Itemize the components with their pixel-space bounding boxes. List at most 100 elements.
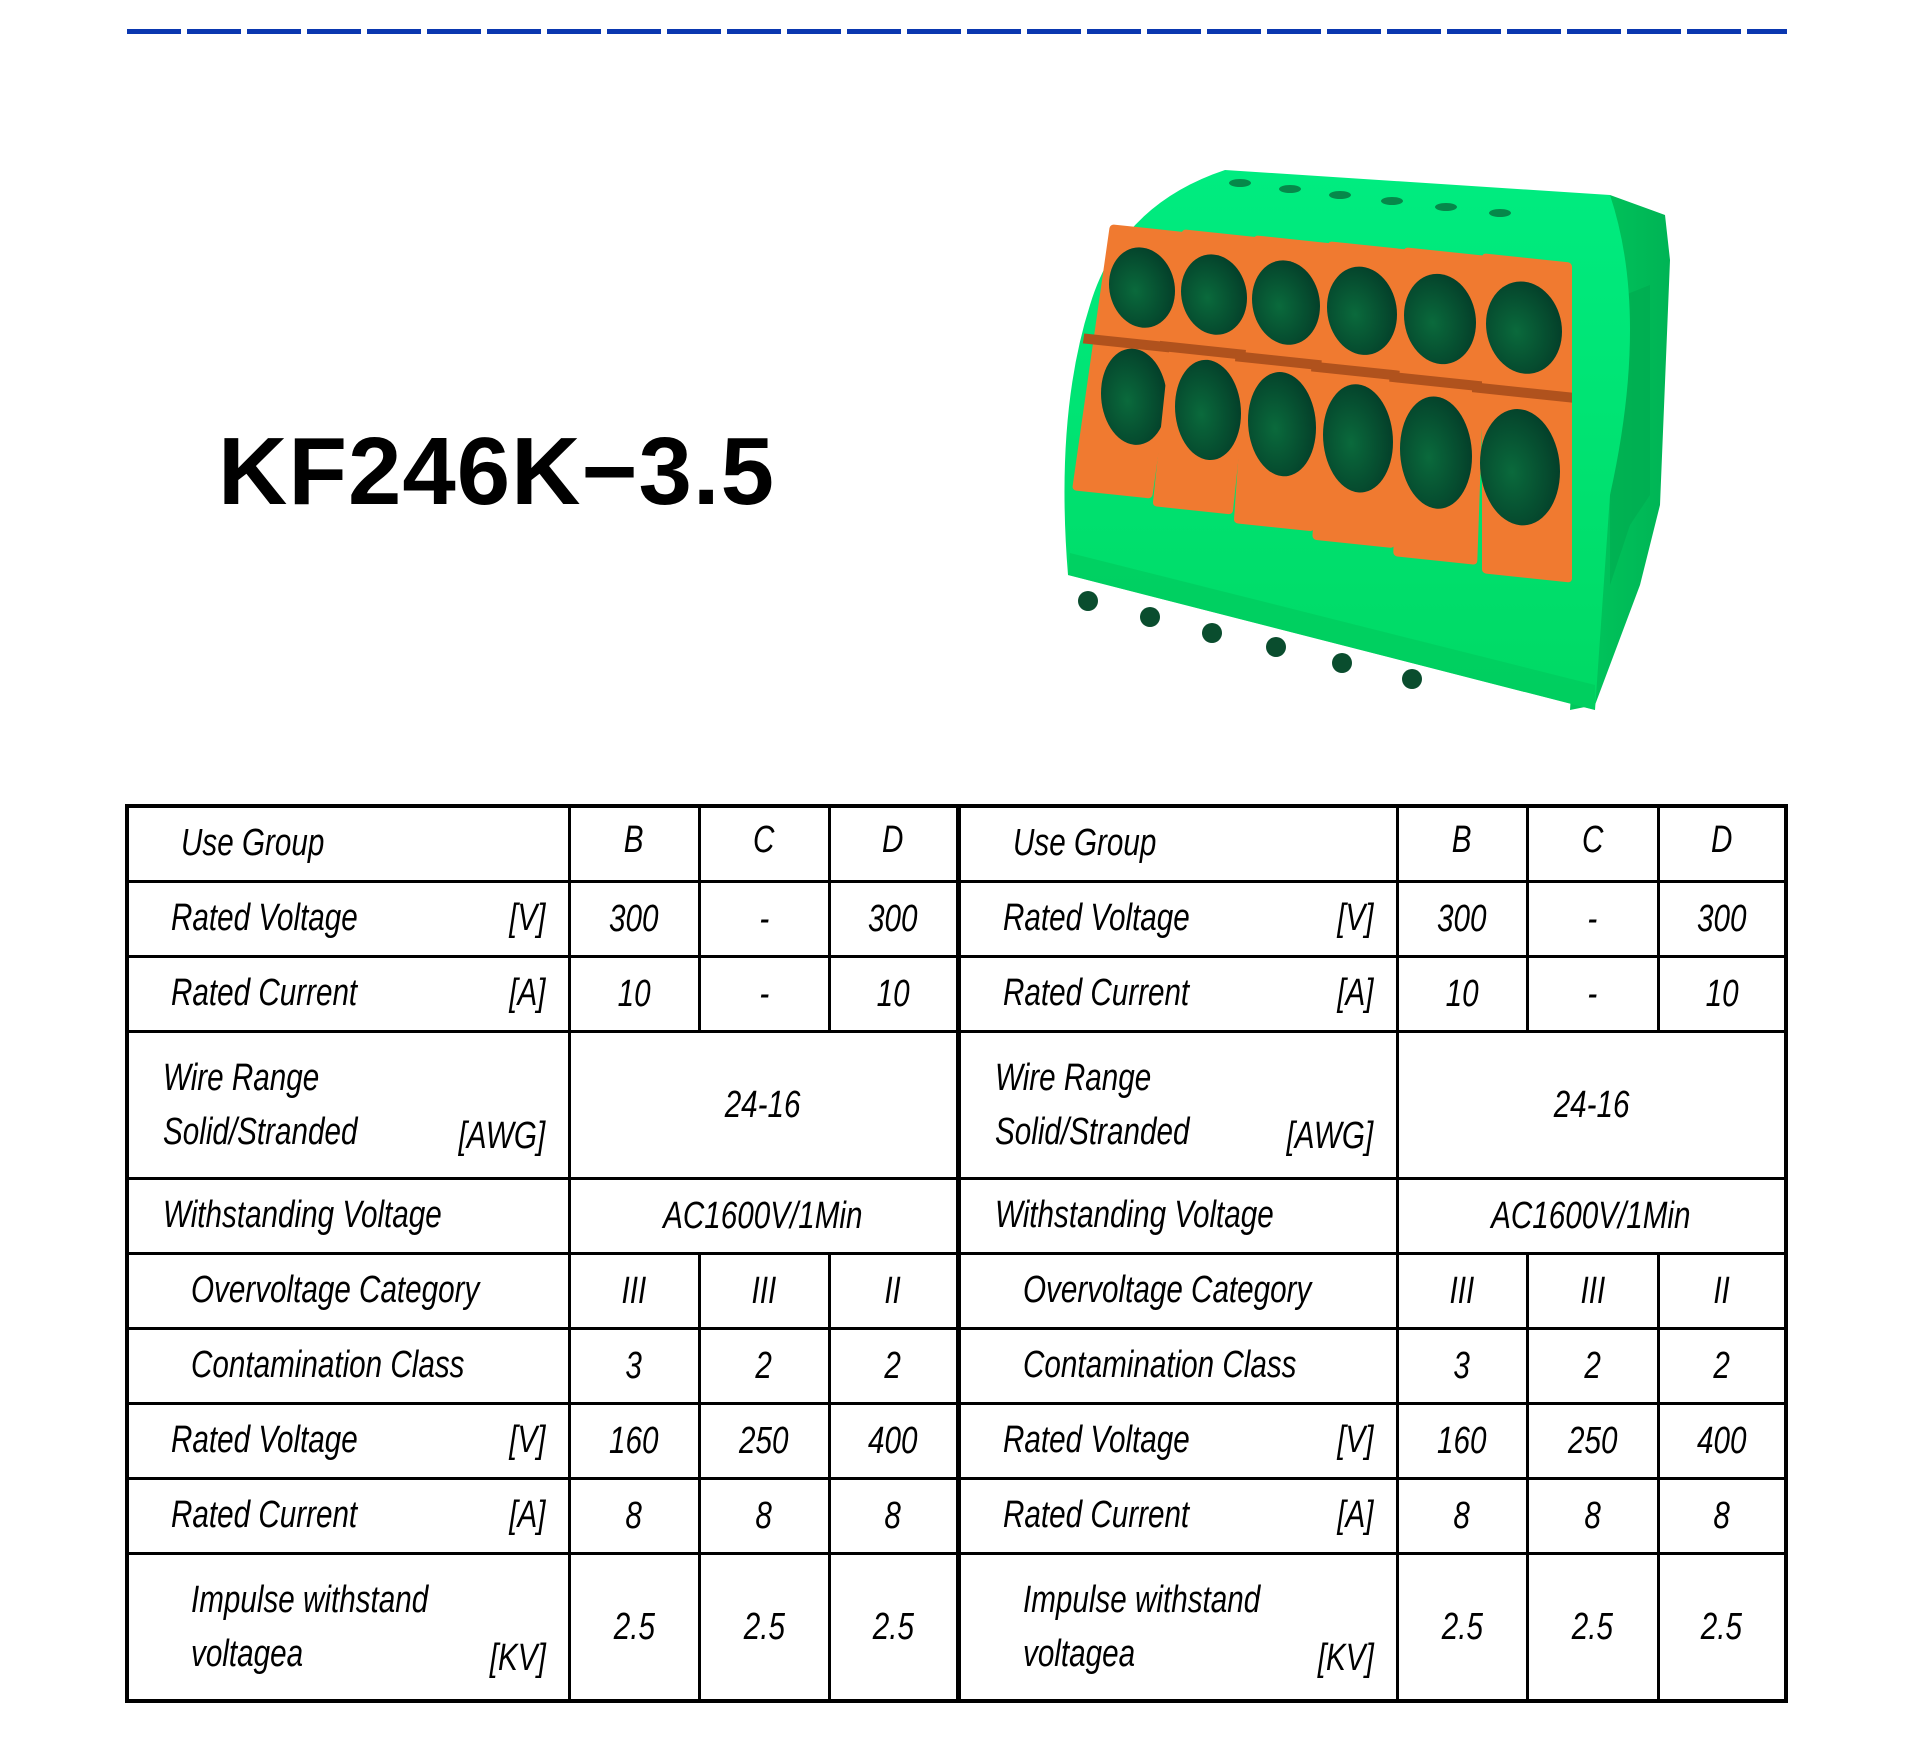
label-cell: Overvoltage Category — [125, 1251, 571, 1330]
row-label: Impulse withstand — [1022, 1578, 1260, 1621]
value-cell: III — [1525, 1251, 1660, 1330]
label-cell: Impulse withstand voltagea [KV] — [125, 1551, 571, 1703]
value-cell: 8 — [567, 1476, 701, 1555]
label-cell: Rated Current[A] — [955, 954, 1399, 1033]
row-unit: [A] — [1337, 1493, 1374, 1536]
label-cell: Use Group — [125, 804, 571, 883]
value: 2 — [884, 1344, 902, 1387]
label-cell: Rated Voltage[V] — [125, 1401, 571, 1480]
value: - — [1587, 897, 1598, 940]
label-cell: Contamination Class — [955, 1326, 1399, 1405]
table-row-wire-range: Wire Range Solid/Stranded [AWG] 24-16 Wi… — [125, 1029, 1788, 1180]
dashed-divider — [127, 29, 1787, 34]
value-cell: B — [1395, 804, 1529, 883]
table-row-rated-current-2: Rated Current[A] 8 8 8 Rated Current[A] … — [125, 1476, 1788, 1555]
row-unit: [V] — [1337, 896, 1374, 939]
table-row-rated-voltage: Rated Voltage [V] 300 - 300 Rated Voltage… — [125, 879, 1788, 958]
label-cell: Rated Voltage[V] — [125, 879, 571, 958]
value: AC1600V/1Min — [1491, 1194, 1691, 1237]
value-cell: 10 — [1395, 954, 1529, 1033]
value: - — [1587, 972, 1598, 1015]
value: 2 — [1713, 1344, 1730, 1387]
value-cell: II — [1656, 1251, 1788, 1330]
span-value-cell: AC1600V/1Min — [1395, 1176, 1788, 1255]
label-cell: Rated Current [A] — [125, 1476, 571, 1555]
row-label: Rated Current — [1002, 1493, 1189, 1536]
value: B — [1452, 818, 1472, 861]
value: 2.5 — [1571, 1605, 1614, 1648]
value: 250 — [739, 1419, 789, 1462]
value: 2.5 — [1701, 1605, 1743, 1648]
value-cell: D — [1656, 804, 1788, 883]
value: III — [1580, 1269, 1605, 1312]
value: II — [1713, 1269, 1730, 1312]
label-cell: Rated Current [A] — [955, 1476, 1399, 1555]
value-cell: 300 — [567, 879, 701, 958]
table-row-impulse-withstand-voltage: Impulse withstand voltagea [KV] 2.5 2.5 … — [125, 1551, 1788, 1703]
row-label: Rated Voltage — [171, 1418, 358, 1461]
value-cell: 300 — [1656, 879, 1788, 958]
value: 10 — [617, 972, 651, 1015]
value: 8 — [755, 1494, 773, 1537]
value: 300 — [609, 897, 659, 940]
value-cell: - — [697, 954, 831, 1033]
label-cell: Rated Voltage [V] — [955, 879, 1399, 958]
label-cell: Rated Voltage[V] — [955, 1401, 1399, 1480]
table-row-contamination-class: Contamination Class 3 2 2 Contamination … — [125, 1326, 1788, 1405]
row-label: Withstanding Voltage — [163, 1193, 442, 1236]
row-label: Rated Voltage — [171, 896, 358, 939]
value: 3 — [1453, 1344, 1471, 1387]
value: 2.5 — [1441, 1605, 1483, 1648]
value-cell: - — [1525, 879, 1660, 958]
value-cell: III — [1395, 1251, 1529, 1330]
value-cell: 2.5 — [1395, 1551, 1529, 1703]
push-buttons — [1072, 224, 1572, 583]
value: 2.5 — [872, 1605, 914, 1648]
value: 300 — [1437, 897, 1487, 940]
value-cell: 2.5 — [827, 1551, 960, 1703]
label-cell: Overvoltage Category — [955, 1251, 1399, 1330]
value-cell: III — [697, 1251, 831, 1330]
value-cell: 2.5 — [1525, 1551, 1660, 1703]
value-cell: 2.5 — [567, 1551, 701, 1703]
value-cell: 400 — [1656, 1401, 1788, 1480]
table-row-withstanding-voltage: Withstanding Voltage AC1600V/1Min Withst… — [125, 1176, 1788, 1255]
row-label: Wire Range — [163, 1056, 320, 1099]
value-cell: 300 — [1395, 879, 1529, 958]
row-unit: [A] — [509, 971, 546, 1014]
value: III — [1449, 1269, 1475, 1312]
spec-table-container: Use Group B C D Use Group B C D Rated Vo… — [125, 804, 1788, 1703]
value: 160 — [1437, 1419, 1487, 1462]
value: 2 — [755, 1344, 773, 1387]
row-unit: [V] — [1337, 1418, 1374, 1461]
value: B — [624, 818, 644, 861]
value-cell: C — [697, 804, 831, 883]
value-cell: C — [1525, 804, 1660, 883]
value: 400 — [1697, 1419, 1747, 1462]
value: II — [884, 1269, 902, 1312]
value-cell: 2 — [1656, 1326, 1788, 1405]
value-cell: 2 — [827, 1326, 960, 1405]
row-label: Use Group — [181, 821, 325, 864]
row-unit: [A] — [509, 1493, 546, 1536]
row-label: Rated Voltage — [1002, 896, 1190, 939]
row-label-line2: voltagea — [1022, 1632, 1135, 1675]
value-cell: 250 — [697, 1401, 831, 1480]
row-unit: [A] — [1337, 971, 1374, 1014]
value-cell: 160 — [567, 1401, 701, 1480]
front-screw-holes — [1078, 591, 1422, 689]
value-cell: 300 — [827, 879, 960, 958]
value-cell: 3 — [1395, 1326, 1529, 1405]
label-cell: Rated Current[A] — [125, 954, 571, 1033]
row-label: Overvoltage Category — [1022, 1268, 1311, 1311]
value: 300 — [868, 897, 918, 940]
row-unit: [AWG] — [1286, 1114, 1374, 1157]
value: 24-16 — [725, 1083, 801, 1126]
row-label: Rated Current — [171, 1493, 358, 1536]
span-value-cell: 24-16 — [567, 1029, 960, 1180]
table-row-rated-current: Rated Current[A] 10 - 10 Rated Current[A… — [125, 954, 1788, 1033]
value-cell: 160 — [1395, 1401, 1529, 1480]
value: 8 — [1584, 1494, 1601, 1537]
value-cell: 10 — [1656, 954, 1788, 1033]
product-image — [1050, 165, 1710, 725]
